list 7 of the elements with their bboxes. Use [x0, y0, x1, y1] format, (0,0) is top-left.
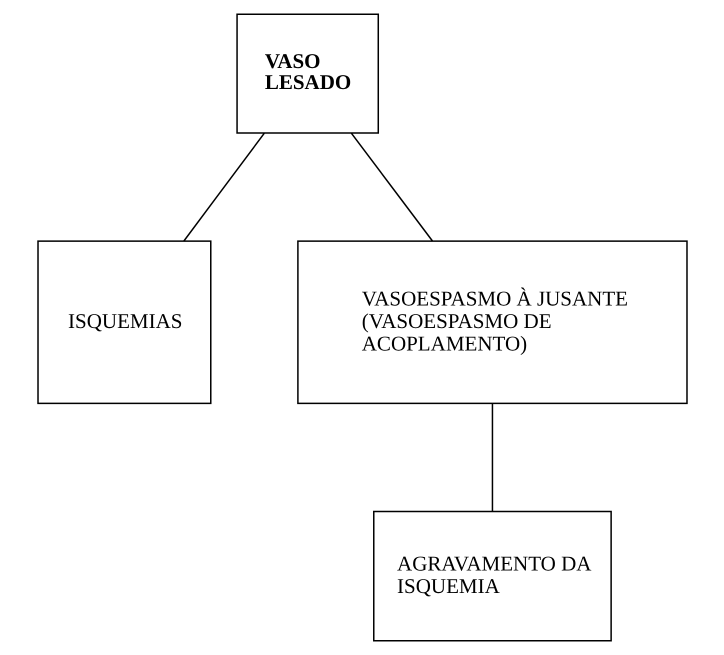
connector	[350, 132, 433, 242]
node-box: AGRAVAMENTO DA ISQUEMIA	[372, 510, 612, 642]
node-box: VASO LESADO	[236, 14, 379, 134]
node-box: ISQUEMIAS	[36, 240, 212, 404]
connector	[491, 404, 493, 512]
connector	[182, 132, 264, 242]
node-box: VASOESPASMO À JUSANTE (VASOESPASMO DE ACOPLAMENTO)	[296, 240, 688, 404]
